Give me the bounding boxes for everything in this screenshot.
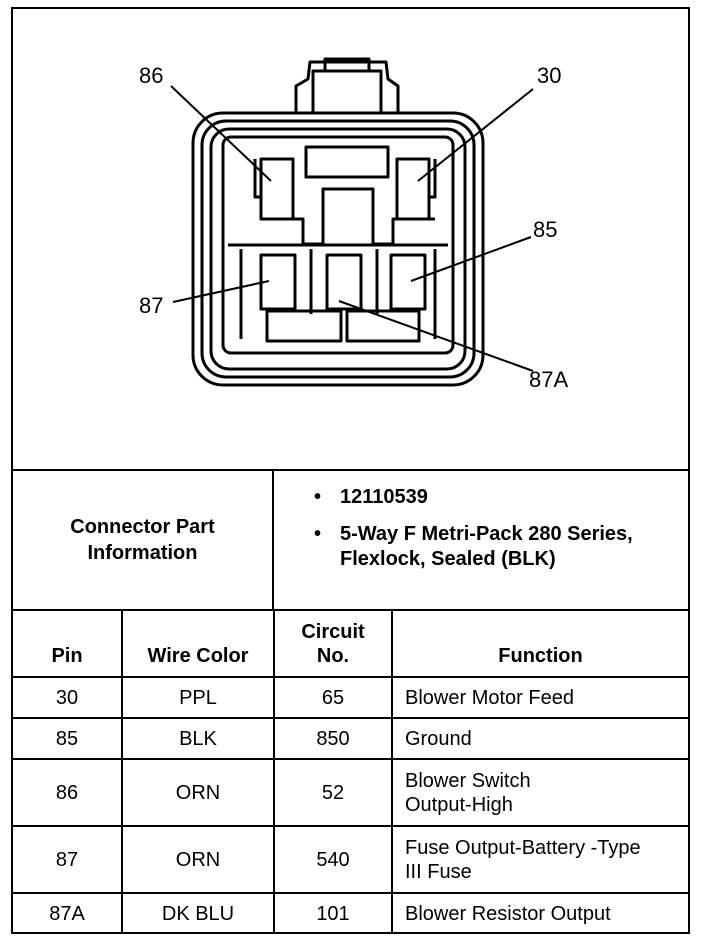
part-description: 5-Way F Metri-Pack 280 Series, Flexlock,… bbox=[340, 523, 633, 570]
cell-function: Ground bbox=[391, 717, 688, 760]
connector-sheet: 86 30 85 87 87A Connector Part Informati… bbox=[11, 7, 690, 934]
pin-callout-30: 30 bbox=[537, 63, 562, 88]
cell-pin: 87 bbox=[13, 825, 123, 894]
cell-wire-color: ORN bbox=[121, 825, 275, 894]
header-pin: Pin bbox=[13, 611, 123, 678]
leader-85 bbox=[410, 236, 532, 282]
cavity-87 bbox=[259, 253, 297, 311]
header-circuit-no: Circuit No. bbox=[273, 611, 393, 678]
cell-function: Blower Resistor Output bbox=[391, 892, 688, 933]
cell-pin: 86 bbox=[13, 758, 123, 827]
cell-function: Blower Motor Feed bbox=[391, 676, 688, 719]
cell-circuit-no: 52 bbox=[273, 758, 393, 827]
leader-86 bbox=[170, 85, 272, 182]
connector-drawing-panel: 86 30 85 87 87A bbox=[13, 9, 688, 471]
cell-circuit-no: 850 bbox=[273, 717, 393, 760]
pin-table-header: Pin Wire Color Circuit No. Function bbox=[13, 611, 688, 678]
cell-circuit-no: 65 bbox=[273, 676, 393, 719]
header-function: Function bbox=[391, 611, 688, 678]
cavity-86 bbox=[259, 157, 295, 221]
part-number: 12110539 bbox=[340, 486, 428, 508]
pin-callout-85: 85 bbox=[533, 217, 558, 242]
table-row: 30 PPL 65 Blower Motor Feed bbox=[13, 676, 688, 719]
cell-wire-color: PPL bbox=[121, 676, 275, 719]
cell-circuit-no: 101 bbox=[273, 892, 393, 933]
cavity-30 bbox=[395, 157, 431, 221]
cavity-85 bbox=[389, 253, 427, 311]
bullet-icon: • bbox=[314, 523, 322, 545]
cell-function: Fuse Output-Battery -Type III Fuse bbox=[391, 825, 688, 894]
connector-latch bbox=[294, 60, 400, 113]
leader-87 bbox=[172, 280, 270, 303]
cell-pin: 87A bbox=[13, 892, 123, 933]
connector-info-values: • 12110539 • 5-Way F Metri-Pack 280 Seri… bbox=[274, 471, 688, 609]
table-row: 85 BLK 850 Ground bbox=[13, 717, 688, 760]
cell-function: Blower Switch Output-High bbox=[391, 758, 688, 827]
pin-table: Pin Wire Color Circuit No. Function 30 P… bbox=[13, 611, 688, 933]
leader-87a bbox=[338, 300, 534, 372]
cell-wire-color: BLK bbox=[121, 717, 275, 760]
leader-30 bbox=[417, 88, 534, 182]
connector-cavity-frame bbox=[221, 135, 455, 355]
pin-callout-87: 87 bbox=[139, 293, 164, 318]
cell-circuit-no: 540 bbox=[273, 825, 393, 894]
part-number-item: • 12110539 bbox=[314, 485, 688, 510]
bullet-icon: • bbox=[314, 486, 322, 508]
cell-pin: 85 bbox=[13, 717, 123, 760]
connector-housing-outer bbox=[191, 111, 485, 387]
part-description-item: • 5-Way F Metri-Pack 280 Series, Flexloc… bbox=[314, 522, 640, 572]
cell-pin: 30 bbox=[13, 676, 123, 719]
cavity-87a bbox=[325, 253, 363, 311]
table-row: 86 ORN 52 Blower Switch Output-High bbox=[13, 758, 688, 827]
table-row: 87 ORN 540 Fuse Output-Battery -Type III… bbox=[13, 825, 688, 894]
cell-wire-color: DK BLU bbox=[121, 892, 275, 933]
connector-face-drawing bbox=[170, 57, 534, 387]
connector-info-label-text: Connector Part Information bbox=[70, 516, 215, 564]
header-wire-color: Wire Color bbox=[121, 611, 275, 678]
table-row: 87A DK BLU 101 Blower Resistor Output bbox=[13, 892, 688, 933]
pin-callout-86: 86 bbox=[139, 63, 164, 88]
pin-callout-87a: 87A bbox=[529, 367, 569, 392]
connector-info-section: Connector Part Information • 12110539 • … bbox=[13, 471, 688, 611]
cell-wire-color: ORN bbox=[121, 758, 275, 827]
connector-info-label: Connector Part Information bbox=[13, 471, 274, 609]
